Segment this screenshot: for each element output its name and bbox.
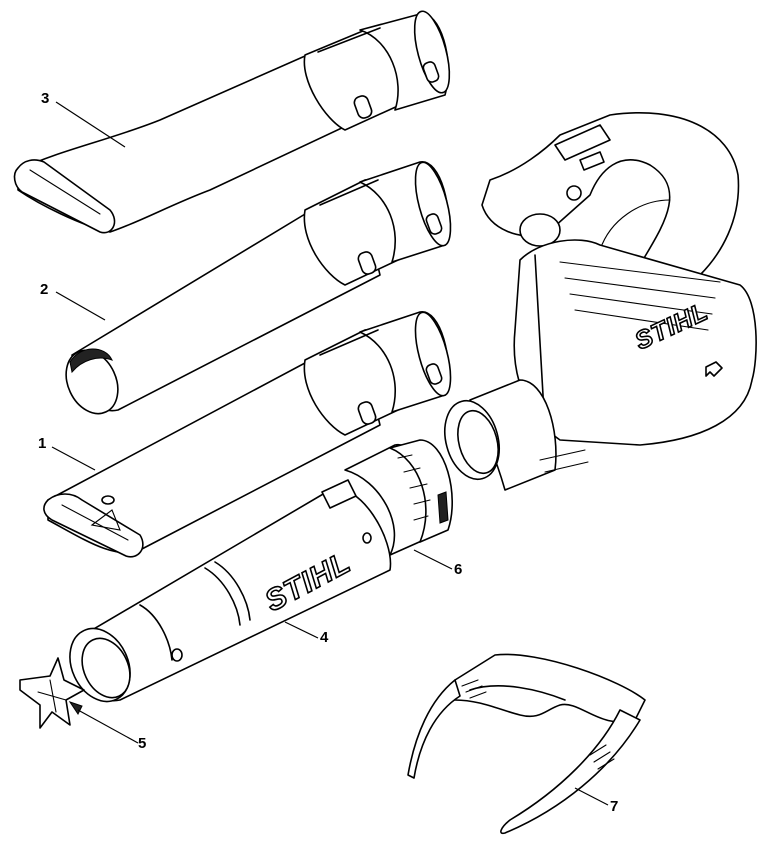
- callout-2: 2: [40, 281, 48, 298]
- callout-6: 6: [454, 561, 462, 578]
- blower-housing: STIHL: [444, 112, 757, 491]
- part-1-flat-nozzle: [43, 311, 452, 558]
- callout-1: 1: [38, 435, 46, 452]
- leader-lines: [51, 101, 609, 806]
- callout-3: 3: [41, 90, 49, 107]
- callout-5: 5: [138, 735, 146, 752]
- part-6-coupling-ring: [344, 439, 453, 556]
- part-3-flat-nozzle: [13, 10, 451, 234]
- part-7-safety-glasses: [407, 653, 646, 835]
- callout-7: 7: [610, 798, 618, 815]
- callout-4: 4: [320, 629, 329, 646]
- part-2-round-nozzle: [65, 161, 452, 415]
